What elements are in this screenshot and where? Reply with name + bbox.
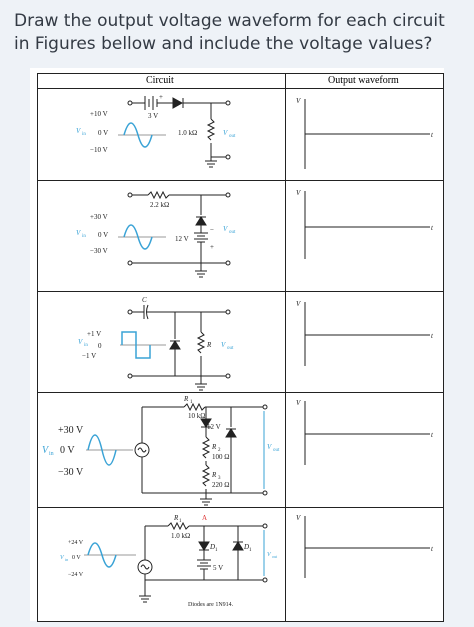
c5-r1: R (173, 514, 179, 522)
c2-vzero: 0 V (98, 231, 108, 239)
c3-cap: C (142, 296, 147, 304)
c1-vout-sub: out (229, 134, 236, 139)
c5-battery: 5 V (213, 564, 223, 572)
c4-r3: R (211, 471, 217, 479)
c4-vzero: 0 V (60, 445, 75, 456)
c4-r1: R (183, 395, 189, 403)
c4-r2-sub: 2 (218, 448, 221, 453)
c2-vout-sub: out (229, 230, 236, 235)
c5-vin-sub: in (65, 557, 68, 562)
c4-vout-sub: out (273, 448, 280, 453)
c2-minus: − (210, 226, 214, 234)
circuit-5-diagram: +24 V V in 0 V −24 V R 1 1.0 kΩ A D 1 D … (60, 514, 434, 608)
c5-vout: V (267, 552, 272, 558)
circuit-2-diagram: 2.2 kΩ +30 V 0 V −30 V V in 12 V − + V o… (76, 189, 434, 278)
c4-r2: R (211, 443, 217, 451)
c1-vin: V (76, 127, 81, 135)
c1-vin-sub: in (82, 132, 86, 137)
circuit-row-2: 2.2 kΩ +30 V 0 V −30 V V in 12 V − + V o… (38, 180, 443, 292)
circuit-row-3: C +1 V 0 −1 V V in R V out V t (38, 291, 443, 393)
c5-vpos: +24 V (68, 540, 84, 546)
c4-vpos: +30 V (58, 425, 84, 436)
c4-r3-sub: 3 (218, 476, 221, 481)
table-header: Circuit Output waveform (38, 74, 443, 89)
c5-node-a: A (202, 514, 207, 522)
c4-axis-v: V (296, 399, 301, 407)
c2-battery: 12 V (175, 235, 189, 243)
circuit-1-diagram: +10 V 0 V −10 V V in 3 V + 1.0 kΩ V out … (76, 93, 434, 169)
c5-note: Diodes are 1N914. (188, 602, 234, 608)
column-divider (285, 74, 286, 621)
c1-vpos: +10 V (90, 110, 108, 118)
c3-vout-sub: out (227, 346, 234, 351)
c3-vout: V (221, 341, 226, 349)
c2-vneg: −30 V (90, 247, 108, 255)
question-text: Draw the output voltage waveform for eac… (14, 11, 445, 54)
c2-axis-t: t (431, 224, 434, 232)
c5-r1-val: 1.0 kΩ (171, 532, 190, 540)
c2-plus: + (210, 243, 214, 251)
c3-res: R (206, 341, 212, 349)
c3-axis-v: V (296, 300, 301, 308)
c1-axis-t: t (431, 131, 434, 139)
c5-vneg: −24 V (68, 572, 84, 578)
c3-vpos: +1 V (87, 330, 101, 338)
c4-zener: 12 V (207, 423, 221, 431)
c3-vneg: −1 V (82, 352, 96, 360)
c1-vneg: −10 V (90, 146, 108, 154)
c4-vneg: −30 V (58, 467, 84, 478)
c4-r1-val: 10 kΩ (188, 412, 205, 420)
c2-axis-v: V (296, 189, 301, 197)
c2-resistor: 2.2 kΩ (150, 201, 169, 209)
circuit-3-diagram: C +1 V 0 −1 V V in R V out V t (78, 296, 434, 391)
c1-resistor: 1.0 kΩ (178, 129, 197, 137)
circuit-row-1: +10 V 0 V −10 V V in 3 V + 1.0 kΩ V out … (38, 88, 443, 181)
c4-r3-val: 220 Ω (212, 481, 229, 489)
c1-battery: 3 V (148, 112, 158, 120)
circuit-column-header: Circuit (146, 75, 174, 86)
c4-r1-sub: 1 (190, 400, 193, 405)
c1-plus: + (159, 93, 163, 101)
output-column-header: Output waveform (328, 75, 399, 86)
c5-vin: V (60, 555, 65, 561)
c5-r1-sub: 1 (179, 519, 182, 524)
c3-vzero: 0 (98, 342, 102, 350)
c5-d1: D (209, 543, 215, 551)
c4-vout: V (267, 443, 272, 451)
c3-axis-t: t (431, 332, 434, 340)
c2-vin-sub: in (82, 234, 86, 239)
c5-axis-t: t (431, 545, 434, 553)
c2-vpos: +30 V (90, 213, 108, 221)
c3-vin-sub: in (84, 343, 88, 348)
c2-vout: V (223, 225, 228, 233)
c5-d2-sub: 1 (249, 548, 252, 553)
circuit-table: Circuit Output waveform (37, 73, 444, 622)
worksheet-image (30, 68, 444, 621)
c4-r2-val: 100 Ω (212, 453, 229, 461)
c3-vin: V (78, 338, 83, 346)
c1-vzero: 0 V (98, 129, 108, 137)
c4-vin: V (42, 445, 50, 456)
c1-vout: V (223, 129, 228, 137)
circuit-row-4: R 1 10 kΩ 12 V R 2 100 Ω R 3 220 Ω V out… (38, 392, 443, 508)
c5-d2: D (243, 543, 249, 551)
c1-axis-v: V (296, 97, 301, 105)
c5-vzero: 0 V (72, 555, 81, 561)
circuit-row-5: +24 V V in 0 V −24 V R 1 1.0 kΩ A D 1 D … (38, 507, 443, 622)
c5-d1-sub: 1 (215, 548, 218, 553)
c5-vout-sub: out (272, 554, 278, 559)
c4-vin-sub: in (49, 451, 54, 457)
circuit-4-diagram: R 1 10 kΩ 12 V R 2 100 Ω R 3 220 Ω V out… (42, 395, 434, 506)
c5-axis-v: V (296, 514, 301, 522)
c2-vin: V (76, 229, 81, 237)
c4-axis-t: t (431, 431, 434, 439)
